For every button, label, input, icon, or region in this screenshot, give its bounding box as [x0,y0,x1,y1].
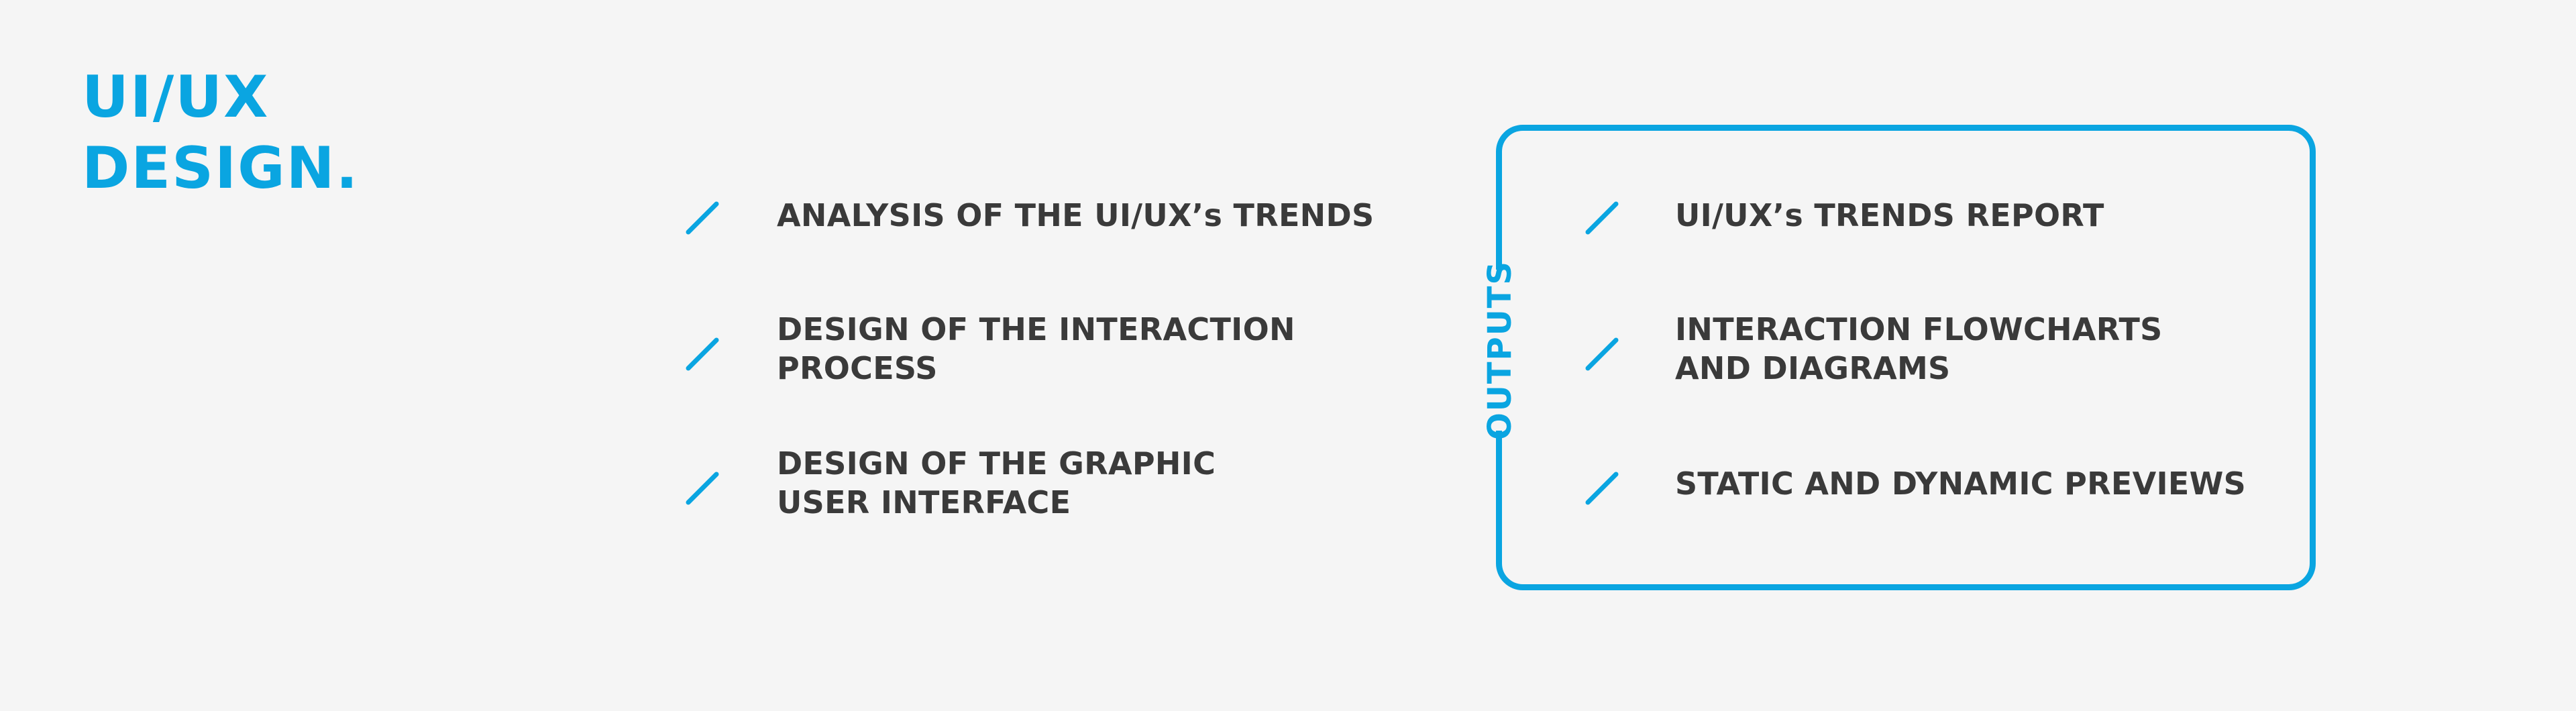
activity-line: DESIGN OF THE INTERACTION [777,311,1295,347]
slash-icon [1585,201,1619,235]
slash-icon [686,201,719,235]
activity-line: PROCESS [777,350,938,386]
output-item: STATIC AND DYNAMIC PREVIEWS [1675,464,2246,503]
title-line-1: UI/UX [82,64,270,131]
output-line: AND DIAGRAMS [1675,350,1951,386]
activity-line: DESIGN OF THE GRAPHIC [777,445,1216,482]
output-line: UI/UX’s TRENDS REPORT [1675,197,2104,233]
outputs-label: OUTPUTS [1481,260,1519,440]
slash-icon [686,337,719,371]
title-line-2: DESIGN. [82,135,360,202]
activity-line: ANALYSIS OF THE UI/UX’s TRENDS [777,197,1375,233]
output-item: INTERACTION FLOWCHARTS AND DIAGRAMS [1675,310,2163,388]
slash-icon [1585,472,1619,505]
slash-icon [686,472,719,505]
activity-item: ANALYSIS OF THE UI/UX’s TRENDS [777,196,1374,235]
output-line: INTERACTION FLOWCHARTS [1675,311,2163,347]
activity-item: DESIGN OF THE GRAPHIC USER INTERFACE [777,444,1216,522]
output-item: UI/UX’s TRENDS REPORT [1675,196,2104,235]
activity-item: DESIGN OF THE INTERACTION PROCESS [777,310,1295,388]
outputs-box-gap [1489,270,1509,431]
page-title: UI/UX DESIGN. [82,62,359,204]
activity-line: USER INTERFACE [777,484,1071,521]
slash-icon [1585,337,1619,371]
output-line: STATIC AND DYNAMIC PREVIEWS [1675,466,2247,502]
